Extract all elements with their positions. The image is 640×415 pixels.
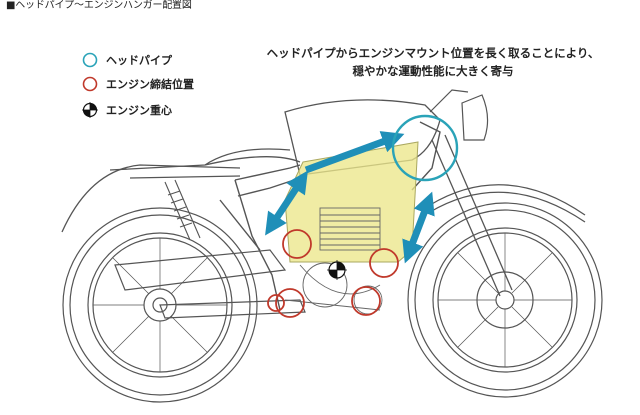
legend-label-head-pipe: ヘッドパイプ xyxy=(106,54,172,67)
engine-highlight xyxy=(284,141,419,263)
engine-mount-2 xyxy=(369,248,399,278)
swingarm-exhaust xyxy=(114,249,306,319)
arrow-front-downtube xyxy=(402,191,435,264)
engine-mount-3 xyxy=(275,288,305,318)
engine-center-of-gravity-marker xyxy=(327,260,347,280)
headlight xyxy=(429,89,489,141)
engine-mount-legend-icon xyxy=(82,76,98,92)
arrow-upper-frame xyxy=(304,131,405,174)
front-fork xyxy=(429,134,586,297)
head-pipe-circle xyxy=(391,114,459,182)
front-wheel xyxy=(407,202,603,398)
center-of-gravity-icon xyxy=(82,102,98,118)
arrow-downtube xyxy=(265,170,308,236)
bodywork xyxy=(61,99,441,233)
engine-mount-5 xyxy=(267,294,285,312)
engine-detail xyxy=(284,207,383,315)
engine-mount-1 xyxy=(282,229,312,259)
legend-label-engine-mount: エンジン締結位置 xyxy=(106,78,194,91)
mount-distance-arrows xyxy=(265,131,435,264)
headline-line-2: 穏やかな運動性能に大きく寄与 xyxy=(352,64,514,78)
engine-mount-4 xyxy=(351,286,381,316)
rear-shock xyxy=(164,179,201,241)
legend-item-engine-mount: エンジン締結位置 xyxy=(82,76,194,92)
figure-title: ■ヘッドパイプ〜エンジンハンガー配置図 xyxy=(6,0,192,11)
legend-label-engine-cg: エンジン重心 xyxy=(106,104,172,117)
head-pipe-legend-icon xyxy=(82,52,98,68)
engine-mount-circles xyxy=(267,229,399,318)
headline-line-1: ヘッドパイプからエンジンマウント位置を長く取ることにより、 xyxy=(266,46,600,60)
headline: ヘッドパイプからエンジンマウント位置を長く取ることにより、 穏やかな運動性能に大… xyxy=(258,44,608,80)
rear-wheel xyxy=(62,207,258,403)
legend-item-engine-cg: エンジン重心 xyxy=(82,102,172,118)
legend-item-head-pipe: ヘッドパイプ xyxy=(82,52,172,68)
